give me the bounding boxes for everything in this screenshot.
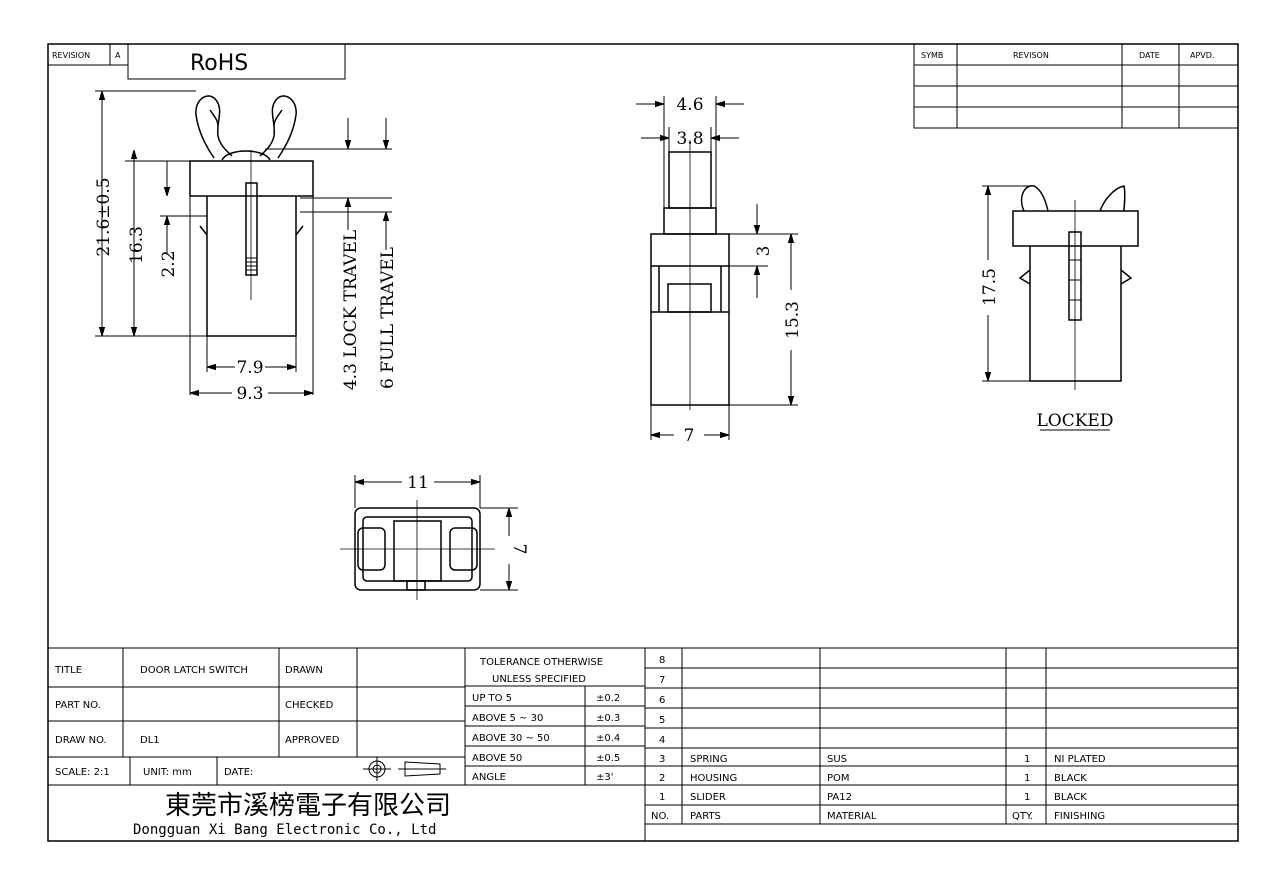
dim-body-height: 16.3	[127, 226, 147, 264]
part-finishing-1: BLACK	[1054, 792, 1087, 803]
side-view-drawing	[650, 140, 730, 410]
projection-symbol-icon	[363, 757, 446, 781]
part-qty-1: 1	[1024, 792, 1030, 803]
bottom-view-drawing	[340, 500, 495, 600]
part-no-1: 1	[659, 792, 665, 803]
rev-table-date: DATE	[1139, 51, 1160, 60]
rev-table-symb: SYMB	[921, 51, 943, 60]
rohs-label: RoHS	[190, 51, 248, 76]
front-view-drawing	[189, 95, 314, 337]
date-label: DATE:	[224, 767, 253, 778]
part-qty-2: 1	[1024, 773, 1030, 784]
dim-side-step: 3	[754, 246, 774, 257]
front-view-dimensions	[95, 90, 392, 395]
tol-range-4: ABOVE 50	[472, 753, 522, 764]
parts-header-finishing: FINISHING	[1054, 811, 1105, 822]
revision-value: A	[115, 51, 121, 60]
part-no-7: 7	[659, 675, 665, 686]
tol-value-3: ±0.4	[596, 733, 620, 744]
part-no-label: PART NO.	[55, 700, 101, 711]
part-no-5: 5	[659, 715, 665, 726]
locked-view-dimensions	[982, 185, 1110, 431]
tol-range-1: UP TO 5	[472, 693, 512, 704]
part-no-3: 3	[659, 754, 665, 765]
dim-top-outer: 4.6	[676, 95, 703, 115]
dim-side-body-height: 15.3	[783, 301, 803, 339]
locked-view-drawing	[1012, 185, 1139, 390]
title-value: DOOR LATCH SWITCH	[140, 665, 248, 676]
rev-table-apvd: APVD.	[1190, 51, 1214, 60]
part-no-2: 2	[659, 773, 665, 784]
tol-range-3: ABOVE 30 ~ 50	[472, 733, 550, 744]
title-block-grid	[48, 647, 1238, 841]
part-name-3: SPRING	[690, 754, 728, 765]
tol-value-1: ±0.2	[596, 693, 620, 704]
draw-no-label: DRAW NO.	[55, 735, 107, 746]
checked-label: CHECKED	[285, 700, 334, 711]
lock-travel-label: 4.3 LOCK TRAVEL	[341, 230, 361, 390]
title-label: TITLE	[54, 665, 82, 676]
part-name-1: SLIDER	[690, 792, 726, 803]
company-name-en: Dongguan Xi Bang Electronic Co., Ltd	[133, 822, 436, 838]
draw-no-value: DL1	[140, 735, 160, 746]
part-material-1: PA12	[827, 792, 852, 803]
sheet-border	[47, 43, 1239, 842]
part-no-8: 8	[659, 655, 665, 666]
drawn-label: DRAWN	[285, 665, 323, 676]
dim-step: 2.2	[159, 250, 179, 277]
part-finishing-2: BLACK	[1054, 773, 1087, 784]
dim-top-inner: 3.8	[676, 129, 703, 149]
tol-value-2: ±0.3	[596, 713, 620, 724]
part-qty-3: 1	[1024, 754, 1030, 765]
parts-header-no: NO.	[651, 811, 669, 822]
approved-label: APPROVED	[285, 735, 340, 746]
dim-overall-height: 21.6±0.5	[94, 177, 114, 256]
company-name-cn: 東莞市溪榜電子有限公司	[165, 791, 451, 821]
revision-header	[48, 44, 346, 80]
bottom-view-dimensions	[354, 475, 518, 591]
dim-side-width: 7	[684, 426, 695, 446]
parts-header-material: MATERIAL	[827, 811, 877, 822]
part-material-2: POM	[827, 773, 850, 784]
side-view-dimensions	[636, 96, 798, 440]
unit-label: UNIT: mm	[143, 767, 192, 778]
part-no-6: 6	[659, 695, 665, 706]
parts-header-qty: QTY.	[1012, 811, 1033, 822]
full-travel-label: 6 FULL TRAVEL	[378, 247, 398, 389]
parts-header-parts: PARTS	[690, 811, 721, 822]
part-finishing-3: NI PLATED	[1054, 754, 1106, 765]
dim-locked-height: 17.5	[980, 268, 1000, 306]
rev-table-revison: REVISON	[1013, 51, 1049, 60]
part-no-4: 4	[659, 735, 665, 746]
tolerance-header-1: TOLERANCE OTHERWISE	[479, 657, 603, 668]
revision-label: REVISION	[52, 51, 90, 60]
dim-bottom-height: 7	[509, 544, 529, 555]
part-material-3: SUS	[827, 754, 847, 765]
part-name-2: HOUSING	[690, 773, 737, 784]
tolerance-header-2: UNLESS SPECIFIED	[492, 674, 586, 685]
tol-range-2: ABOVE 5 ~ 30	[472, 713, 543, 724]
dim-inner-width: 7.9	[236, 358, 263, 378]
dim-outer-width: 9.3	[236, 384, 263, 404]
tol-value-4: ±0.5	[596, 753, 620, 764]
tol-range-5: ANGLE	[472, 772, 506, 783]
dim-bottom-width: 11	[407, 473, 429, 493]
tol-value-5: ±3'	[596, 772, 614, 783]
scale-label: SCALE: 2:1	[55, 767, 110, 778]
revision-table	[913, 43, 1239, 129]
locked-label: LOCKED	[1037, 411, 1114, 431]
